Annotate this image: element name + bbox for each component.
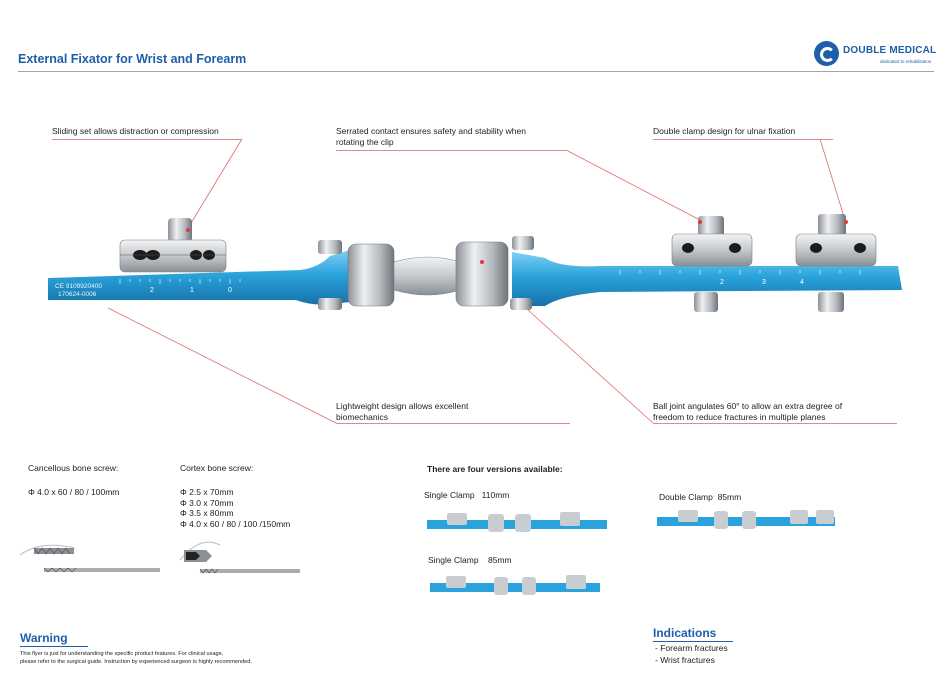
left-bolt-top: [318, 240, 342, 254]
left-clamp-body: [119, 239, 227, 273]
brand-logo: DOUBLE MEDICAL dedicated to rehabilitati…: [814, 40, 936, 70]
indication-item: - Forearm fractures: [655, 643, 728, 653]
rod-scale-right: [619, 270, 861, 275]
scale-label: 2: [720, 279, 724, 286]
callout-sliding-set: Sliding set allows distraction or compre…: [52, 126, 219, 136]
page-title: External Fixator for Wrist and Forearm: [18, 52, 247, 66]
warning-title: Warning: [20, 631, 68, 645]
logo-icon: [814, 41, 839, 66]
warning-underline: [20, 646, 88, 647]
scale-label: 4: [800, 279, 804, 286]
cancellous-specs: Φ 4.0 x 60 / 80 / 100mm: [28, 487, 120, 497]
callout-ball-joint: Ball joint angulates 60° to allow an ext…: [653, 401, 843, 422]
callout-underline: [52, 139, 242, 140]
title-divider: [18, 71, 934, 72]
cancellous-label: Cancellous bone screw:: [28, 463, 119, 473]
version-thumbnail-double-85: [657, 510, 835, 529]
version-label: Single Clamp 110mm: [424, 490, 510, 500]
warning-text: This flyer is just for understanding the…: [20, 651, 252, 665]
scale-label: 3: [762, 279, 766, 286]
callout-underline: [336, 423, 570, 424]
version-label: Double Clamp 85mm: [659, 492, 742, 502]
right-rod: [512, 252, 902, 306]
ball-joint-left-collar: [347, 243, 395, 307]
version-thumbnail-single-110: [427, 512, 607, 532]
clamp3-body: [795, 233, 877, 267]
versions-heading: There are four versions available:: [427, 464, 563, 474]
callout-double-clamp: Double clamp design for ulnar fixation: [653, 126, 796, 136]
right-bolt-bottom: [510, 298, 532, 310]
callout-underline: [653, 139, 833, 140]
callout-serrated-contact: Serrated contact ensures safety and stab…: [336, 126, 526, 147]
cortex-screw-illustration: [179, 541, 300, 574]
rod-engraving-lot: 170624-0006: [58, 291, 97, 298]
rod-engraving-serial: CE 9109920400: [55, 283, 102, 290]
right-bolt-top: [512, 236, 534, 250]
scale-label: 0: [228, 287, 232, 294]
ball-joint-right-collar: [455, 241, 509, 307]
callout-lightweight: Lightweight design allows excellent biom…: [336, 401, 469, 422]
indications-underline: [653, 641, 733, 642]
clamp2-body: [671, 233, 753, 267]
cortex-specs: Φ 2.5 x 70mm Φ 3.0 x 70mm Φ 3.5 x 80mm Φ…: [180, 487, 291, 529]
indications-title: Indications: [653, 626, 717, 640]
version-label: Single Clamp 85mm: [428, 555, 512, 565]
callout-underline: [653, 423, 897, 424]
cortex-label: Cortex bone screw:: [180, 463, 254, 473]
callout-leader-lines: [107, 138, 846, 424]
logo-tagline: dedicated to rehabilitation: [880, 59, 932, 64]
callout-underline: [336, 150, 566, 151]
scale-label: 1: [190, 287, 194, 294]
clamp2-nut: [698, 216, 724, 236]
clamp3-nut: [818, 214, 846, 236]
left-bolt-bottom: [318, 298, 342, 310]
left-rod: [48, 250, 350, 305]
logo-name: DOUBLE MEDICAL: [843, 45, 937, 56]
scale-label: 2: [150, 287, 154, 294]
cancellous-screw-illustration: [19, 544, 160, 573]
version-thumbnail-single-85: [430, 575, 600, 595]
ball-joint-neck: [393, 256, 461, 296]
clamp2-bottom-nut: [694, 292, 718, 312]
indication-item: - Wrist fractures: [655, 655, 715, 665]
rod-scale-left: [119, 279, 241, 284]
clamp3-bottom-nut: [818, 292, 844, 312]
left-clamp-nut: [168, 218, 192, 242]
